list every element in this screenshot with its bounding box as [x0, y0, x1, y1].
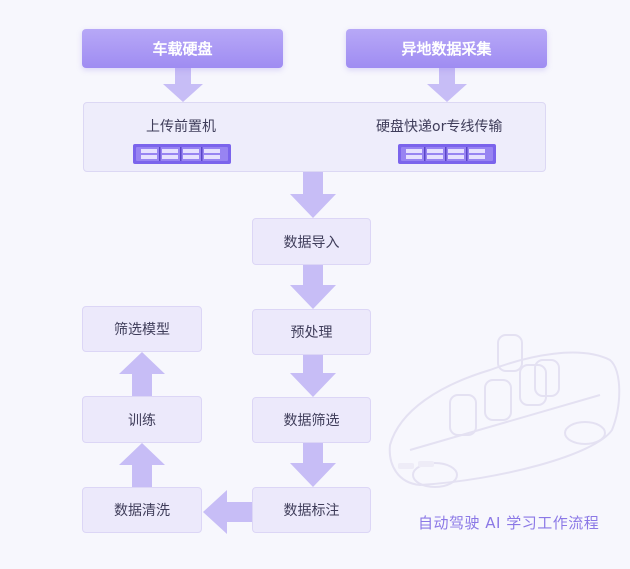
arrow-icon [290, 265, 336, 309]
data-label-box: 数据标注 [252, 487, 371, 533]
data-filter-label: 数据筛选 [283, 413, 340, 429]
remote-collection-box: 异地数据采集 [346, 29, 547, 68]
arrow-icon [119, 352, 165, 396]
arrow-icon [119, 443, 165, 487]
train-box: 训练 [82, 396, 202, 443]
data-import-box: 数据导入 [252, 218, 371, 265]
arrow-icon [290, 355, 336, 397]
data-clean-label: 数据清洗 [114, 503, 170, 519]
data-filter-box: 数据筛选 [252, 397, 371, 443]
vehicle-disk-box: 车载硬盘 [82, 29, 283, 68]
filter-model-label: 筛选模型 [114, 322, 170, 338]
server-icon [398, 144, 496, 164]
arrow-icon [203, 490, 253, 534]
filter-model-box: 筛选模型 [82, 306, 202, 352]
data-label-label: 数据标注 [283, 503, 340, 519]
server-icon [133, 144, 231, 164]
arrow-icon [290, 443, 336, 487]
preprocess-box: 预处理 [252, 309, 371, 355]
front-machine-label: 上传前置机 [146, 119, 216, 135]
data-import-label: 数据导入 [283, 234, 340, 251]
arrow-icon [427, 68, 467, 102]
data-clean-box: 数据清洗 [82, 487, 202, 533]
remote-collection-label: 异地数据采集 [401, 40, 492, 58]
arrow-icon [163, 68, 203, 102]
transfer-label: 硬盘快递or专线传输 [376, 119, 503, 135]
car-illustration [388, 334, 621, 488]
ingest-panel: 上传前置机 硬盘快递or专线传输 [83, 102, 546, 172]
train-label: 训练 [128, 412, 156, 429]
diagram-caption: 自动驾驶 AI 学习工作流程 [418, 514, 600, 532]
preprocess-label: 预处理 [290, 325, 333, 341]
arrow-icon [290, 172, 336, 218]
vehicle-disk-label: 车载硬盘 [152, 40, 213, 58]
